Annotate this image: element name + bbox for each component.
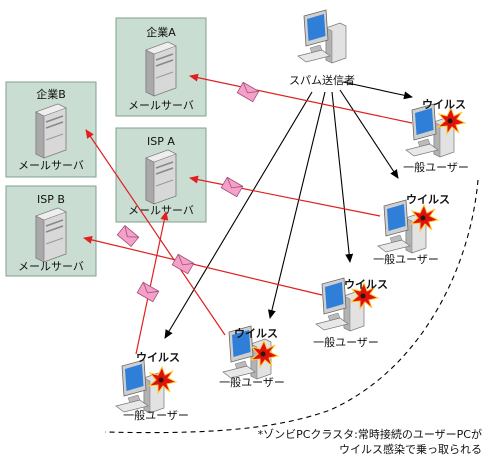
spammer-pc-icon [297,9,347,64]
server-title: ISP B [37,193,65,206]
virus-label: ウイルス [234,327,278,340]
envelope-icon [236,81,260,103]
user-pc-4: ウイルス 一般ユーザー [219,325,285,389]
virus-label: ウイルス [136,351,180,364]
user-label: 一般ユーザー [219,376,285,389]
user-label: 一般ユーザー [403,161,469,174]
server-label: メールサーバ [128,204,194,217]
spam-arrow [189,73,413,124]
spam-arrow [135,211,169,355]
spam-arrow [85,129,226,336]
control-arrow [164,91,313,339]
server-tower-icon [35,103,67,159]
spammer: スパム送信者 [289,9,355,87]
envelope-icon [171,253,195,275]
control-arrow [268,91,326,319]
user-pc-2: ウイルス 一般ユーザー [373,193,450,266]
server-tower-icon [145,149,177,205]
server-title: 企業A [146,25,176,39]
server-isp-a: ISP A メールサーバ [115,127,207,223]
footnote: *ゾンビPCクラスタ:常時接続のユーザーPCが ウイルス感染で乗っ取られる [258,427,482,456]
spam-arrow [83,235,323,296]
spam-arrow [189,175,381,217]
server-tower-icon [35,207,67,263]
user-pc-3: ウイルス 一般ユーザー [313,277,388,349]
user-label: 一般ユーザー [313,336,379,349]
pc-icon [377,199,427,254]
virus-label: ウイルス [422,98,466,111]
server-title: ISP A [147,135,175,148]
user-label: 一般ユーザー [373,253,439,266]
zombie-cluster-boundary [104,179,479,434]
control-arrow [331,91,354,263]
server-company-a: 企業A メールサーバ [115,17,207,117]
virus-label: ウイルス [406,193,450,206]
spam-arrows [83,73,413,355]
envelope-icon [136,281,160,303]
control-arrow [339,89,399,179]
server-label: メールサーバ [18,260,84,273]
server-title: 企業B [36,87,66,101]
footnote-line1: *ゾンビPCクラスタ:常時接続のユーザーPCが [258,427,482,441]
envelope-icon [116,225,140,247]
pc-icon [115,359,165,414]
virus-label: ウイルス [344,278,388,291]
control-arrows [164,81,413,339]
control-arrow [342,81,413,100]
user-pc-5: ウイルス 一般ユーザー [115,351,189,422]
user-label: 一般ユーザー [123,409,189,422]
server-label: メールサーバ [18,159,84,172]
server-isp-b: ISP B メールサーバ [5,185,97,277]
envelope-icon [220,176,244,198]
user-pc-1: ウイルス 一般ユーザー [403,98,469,174]
footnote-line2: ウイルス感染で乗っ取られる [339,442,482,456]
server-company-b: 企業B メールサーバ [5,81,97,178]
server-label: メールサーバ [128,99,194,112]
server-tower-icon [145,41,177,97]
spammer-label: スパム送信者 [289,73,355,87]
